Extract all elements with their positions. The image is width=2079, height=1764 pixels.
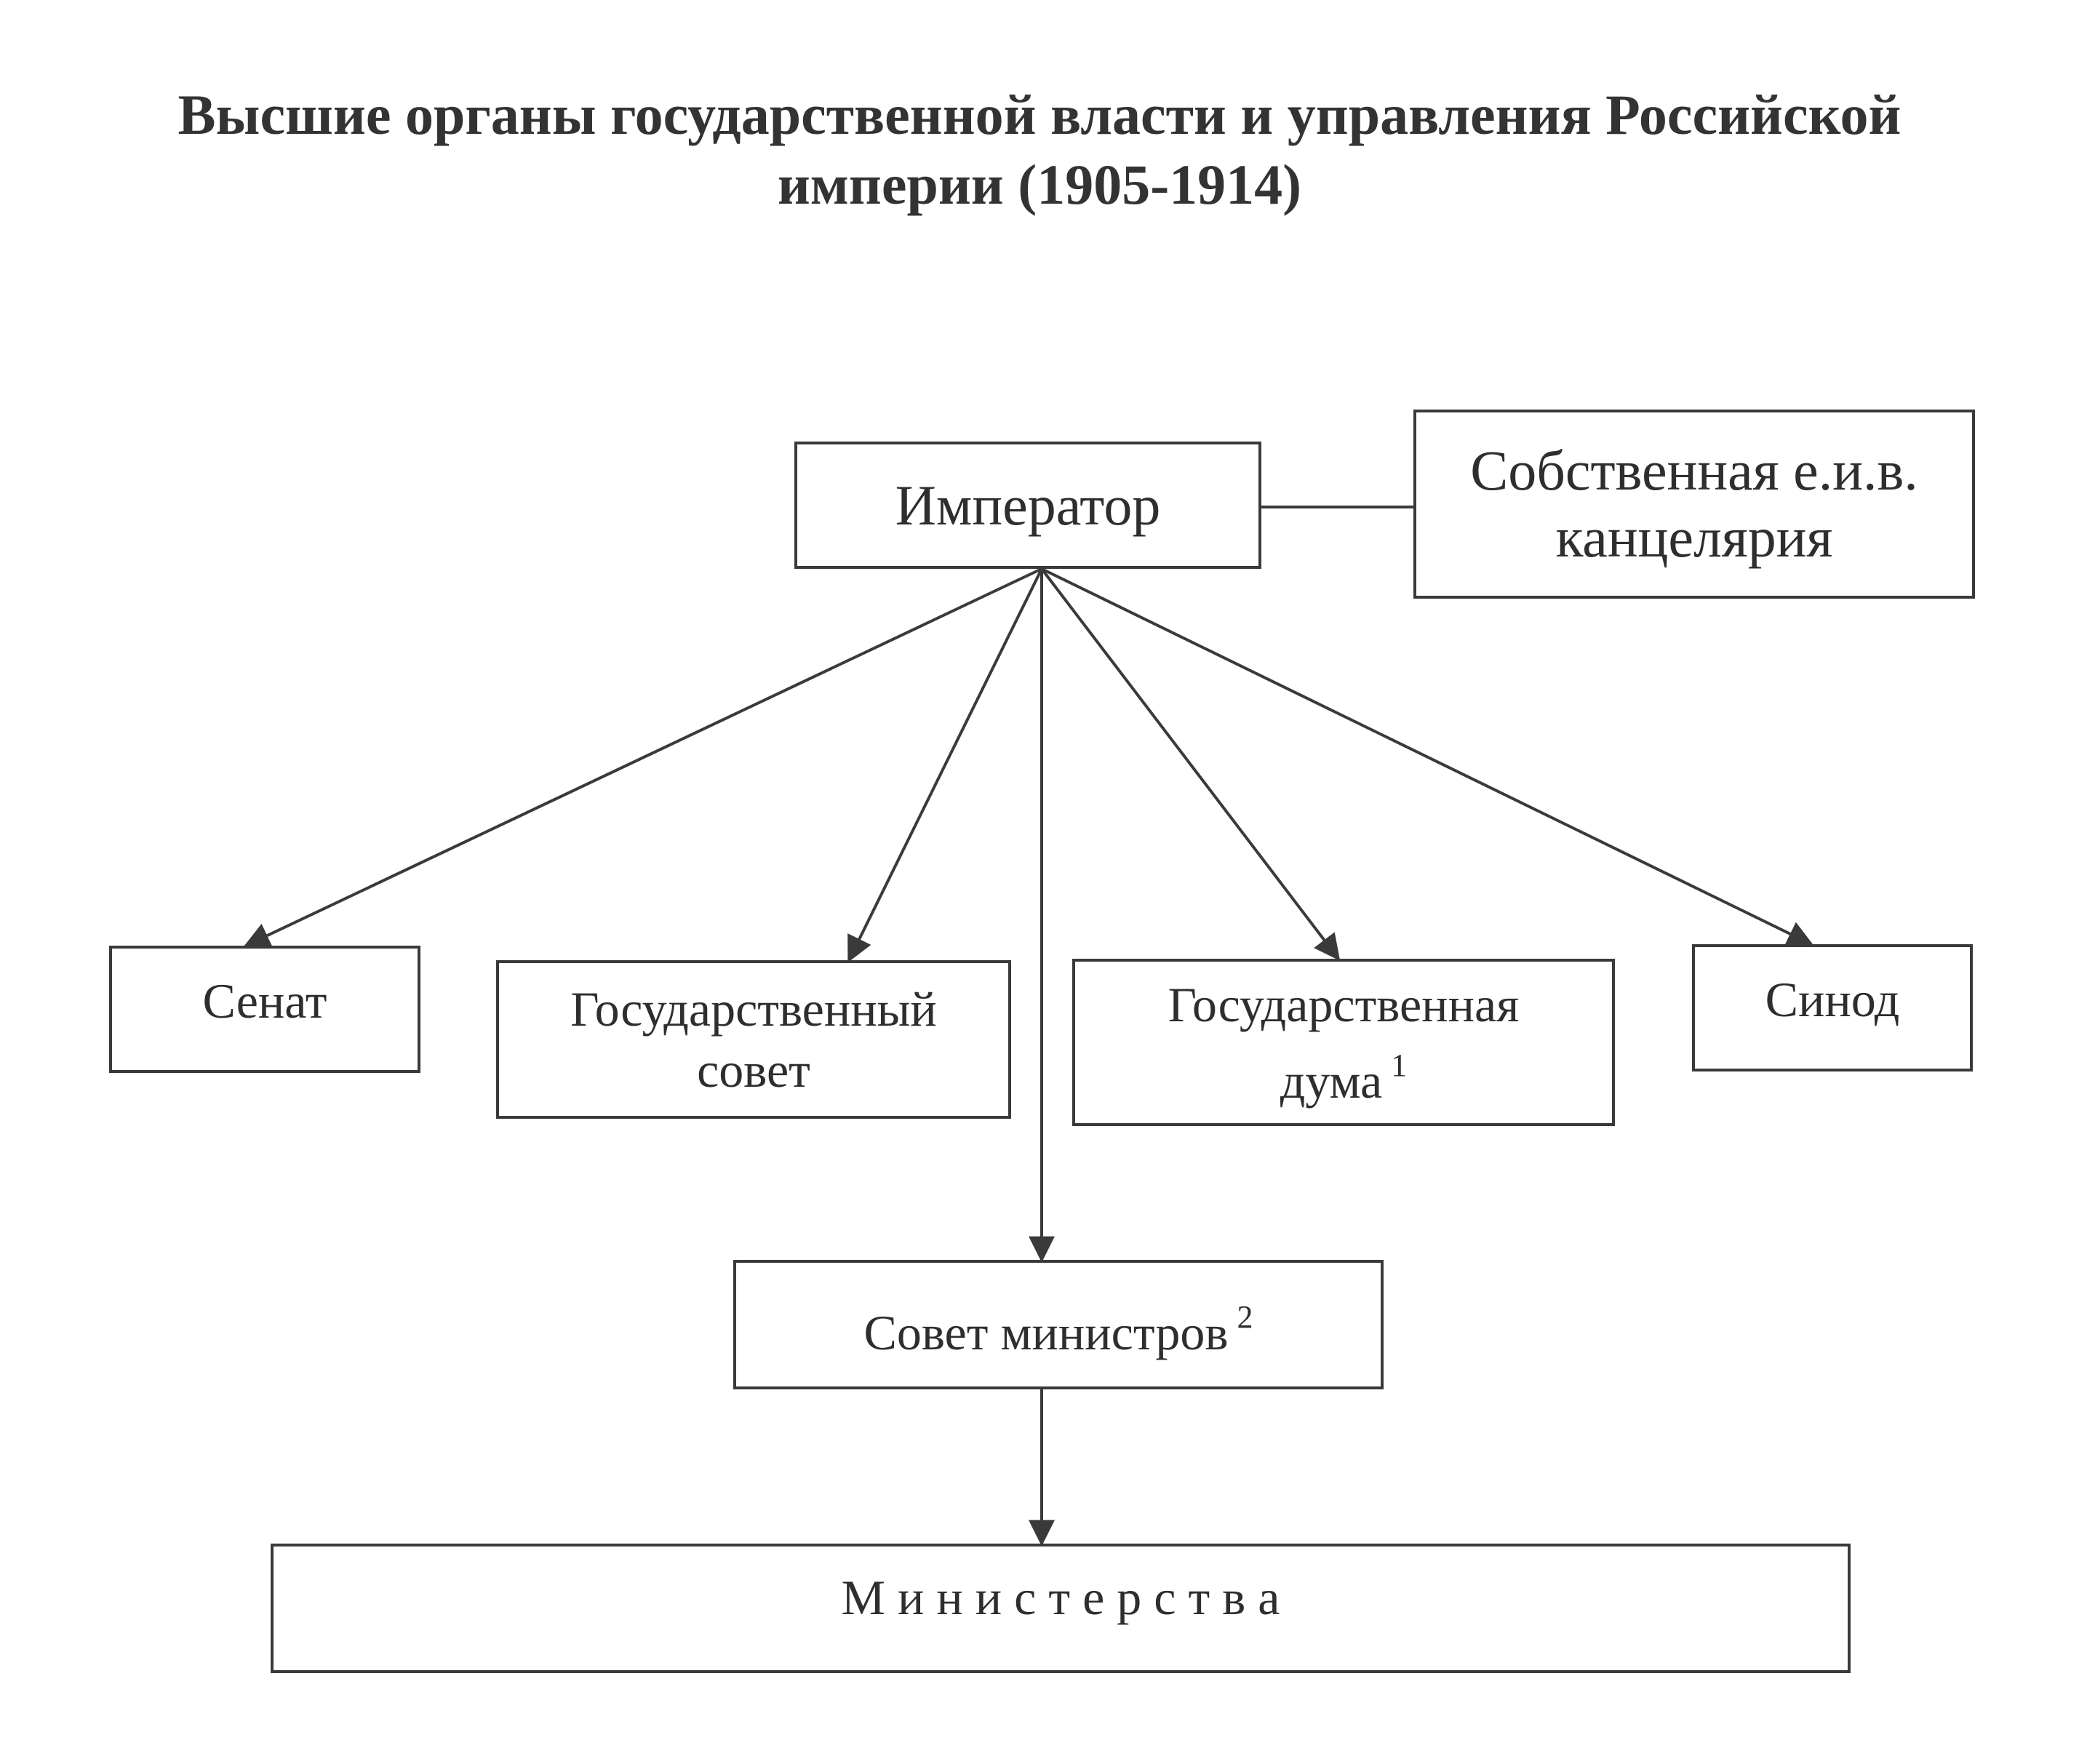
state-duma-label-1: Государственная xyxy=(1168,976,1520,1032)
emperor-label: Император xyxy=(895,473,1161,537)
node-state-council: Государственный совет xyxy=(496,960,1011,1119)
chancellery-label-1: Собственная е.и.в. xyxy=(1470,439,1918,502)
node-senate: Сенат xyxy=(109,946,420,1073)
node-ministries: М и н и с т е р с т в а xyxy=(271,1544,1851,1673)
arrow-to-state-council xyxy=(847,568,1043,963)
diagram-title: Высшие органы государственной власти и у… xyxy=(0,80,2079,220)
ministries-label: М и н и с т е р с т в а xyxy=(841,1570,1280,1625)
state-council-label-1: Государственный xyxy=(570,981,937,1037)
node-synod: Синод xyxy=(1692,944,1973,1071)
arrow-to-senate xyxy=(243,567,1042,948)
synod-label: Синод xyxy=(1765,972,1900,1027)
arrow-to-state-duma xyxy=(1040,567,1341,961)
state-duma-label-2: дума xyxy=(1280,1053,1383,1109)
senate-label: Сенат xyxy=(202,973,327,1029)
title-line-2: империи (1905-1914) xyxy=(777,153,1302,216)
state-council-label-2: совет xyxy=(697,1042,810,1098)
node-chancellery: Собственная е.и.в. канцелярия xyxy=(1413,410,1975,599)
arrow-to-synod xyxy=(1041,567,1814,946)
council-of-ministers-label: Совет министров xyxy=(863,1304,1229,1360)
state-duma-footnote: 1 xyxy=(1391,1047,1408,1083)
node-emperor: Император xyxy=(794,442,1261,569)
title-line-1: Высшие органы государственной власти и у… xyxy=(177,83,1902,146)
council-of-ministers-footnote: 2 xyxy=(1237,1298,1253,1335)
chancellery-label-2: канцелярия xyxy=(1555,506,1833,569)
